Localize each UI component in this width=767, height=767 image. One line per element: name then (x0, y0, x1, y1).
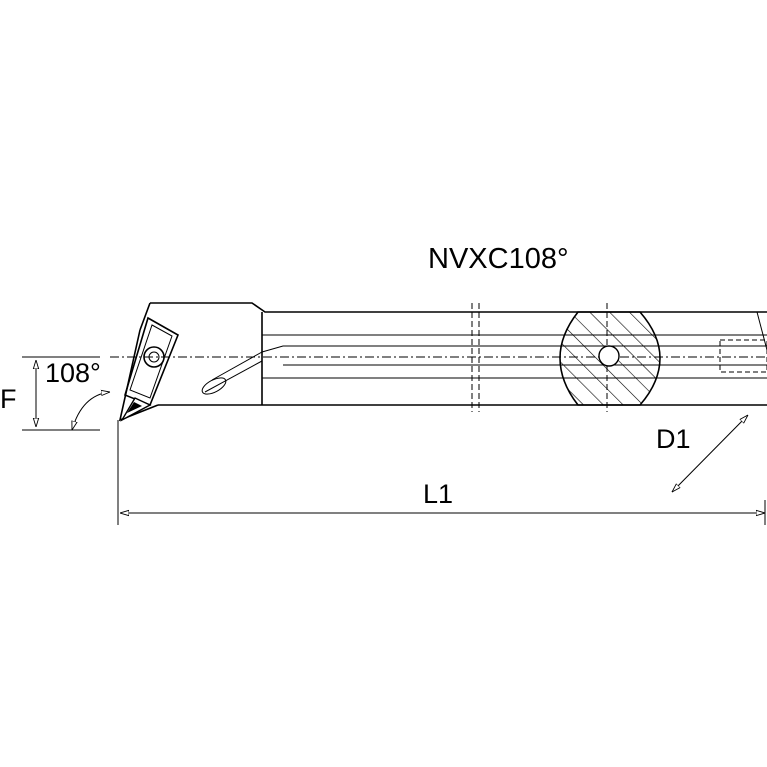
f-dimension: F (0, 356, 100, 431)
rear-connector (719, 311, 767, 373)
l1-dimension: L1 (117, 420, 766, 525)
angle-label: 108° (45, 358, 101, 388)
cross-section (559, 311, 661, 406)
l1-label: L1 (423, 479, 453, 509)
drawing-title: NVXC108° (428, 243, 569, 275)
d1-dimension: D1 (656, 415, 748, 492)
insert-head (118, 316, 180, 422)
f-label: F (0, 384, 17, 414)
angle-dimension: 108° (45, 358, 110, 430)
d1-label: D1 (656, 424, 691, 454)
tool-shank (110, 302, 767, 406)
